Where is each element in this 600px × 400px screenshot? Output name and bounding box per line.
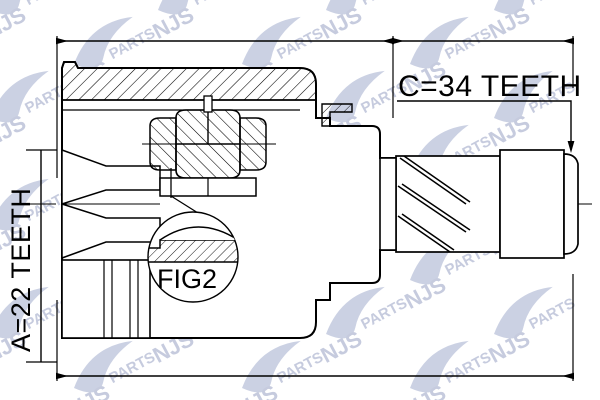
fig2-top-arc	[159, 226, 238, 241]
svg-text:PARTS: PARTS	[526, 0, 578, 9]
svg-text:PARTS: PARTS	[358, 0, 410, 9]
spline-c-label: C=34 TEETH	[398, 70, 582, 103]
svg-text:NJS: NJS	[0, 2, 30, 44]
svg-text:PARTS: PARTS	[190, 0, 242, 9]
snap-ring-circlip	[321, 103, 353, 127]
tripod-bore-slot	[203, 95, 213, 113]
fig2-hatched-section	[148, 240, 238, 262]
splined-stub-shaft-a	[61, 259, 151, 339]
svg-text:NJS: NJS	[400, 272, 450, 314]
detail-circle-fig2: FIG2	[147, 168, 239, 303]
label-group: C=34 TEETH A=22 TEETH	[6, 70, 582, 352]
inner-race-tripod	[142, 95, 276, 197]
shaft-c-shoulder	[379, 157, 397, 251]
shaft-a-body	[61, 259, 151, 339]
spline-a-label: A=22 TEETH	[6, 188, 36, 352]
shaft-c-journal	[499, 149, 565, 259]
dim-spline-c-arrowhead	[567, 141, 575, 153]
dim-spline-c-bracket	[397, 100, 572, 147]
fig2-label: FIG2	[157, 264, 217, 294]
dimension-lines	[26, 36, 575, 381]
shaft-c-end-cap	[563, 153, 579, 255]
shaft-c-spline-body	[395, 155, 501, 253]
shaft-boot-cone	[61, 148, 161, 260]
shaft-c-spline-teeth	[397, 155, 471, 253]
svg-text:NJS: NJS	[0, 110, 30, 152]
housing-top-wall-hatch	[61, 61, 317, 101]
splined-stub-shaft-c	[379, 149, 579, 259]
svg-text:PARTS: PARTS	[22, 0, 74, 9]
